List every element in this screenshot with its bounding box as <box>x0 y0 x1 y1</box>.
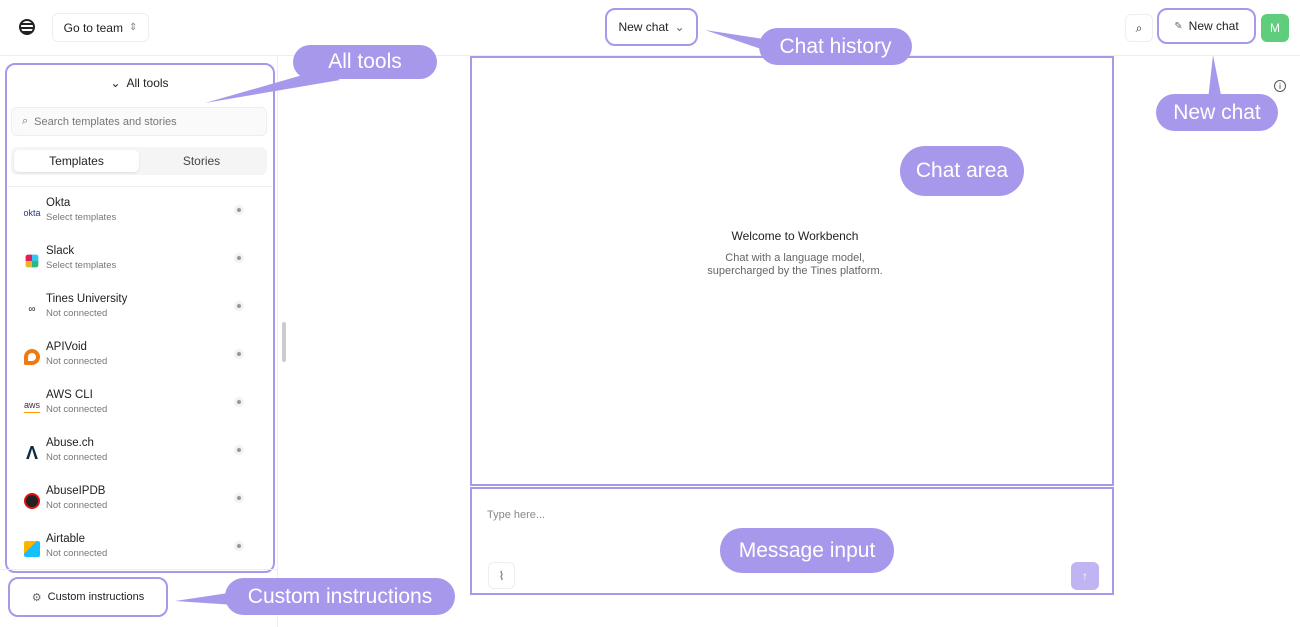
tool-name: Slack <box>46 245 75 257</box>
chevron-down-icon: ⌄ <box>110 76 121 90</box>
okta-logo-icon: okta <box>23 208 41 218</box>
custom-instructions-button[interactable]: ⚙ Custom instructions <box>8 577 168 617</box>
chevron-updown-icon: ⇕ <box>128 22 138 33</box>
annotation-new-chat: New chat <box>1156 94 1278 131</box>
pointer-chat-history <box>705 30 770 52</box>
tool-name: APIVoid <box>46 341 87 353</box>
tines-logo-icon[interactable] <box>19 19 35 35</box>
sidebar <box>0 56 278 627</box>
pointer-new-chat <box>1208 55 1222 100</box>
tool-status: Not connected <box>46 500 108 511</box>
abusech-logo-icon: Λ <box>25 442 38 463</box>
search-icon: ⌕ <box>1135 20 1143 35</box>
apivoid-logo-icon <box>24 349 40 365</box>
annotation-custom-instructions: Custom instructions <box>225 578 455 615</box>
tool-name: Abuse.ch <box>46 437 94 449</box>
annotation-all-tools: All tools <box>293 45 437 79</box>
sidebar-scrollbar[interactable] <box>282 322 286 362</box>
tool-status: Select templates <box>46 212 117 223</box>
slack-logo-icon <box>25 254 39 268</box>
search-input[interactable]: ⌕ Search templates and stories <box>11 107 267 136</box>
all-tools-toggle[interactable]: ⌄ All tools <box>12 70 267 96</box>
edit-icon: ✎ <box>1174 20 1183 32</box>
all-tools-label: All tools <box>126 76 169 90</box>
tool-status: Not connected <box>46 452 108 463</box>
welcome-line-1: Chat with a language model, <box>725 252 865 264</box>
tool-status: Not connected <box>46 404 108 415</box>
welcome-line-2: supercharged by the Tines platform. <box>707 265 883 277</box>
airtable-logo-icon <box>24 541 40 557</box>
message-input[interactable] <box>470 487 1114 595</box>
status-dot <box>234 445 244 455</box>
pointer-custom-instructions <box>175 592 235 605</box>
status-dot <box>234 397 244 407</box>
annotation-message-input: Message input <box>720 528 894 573</box>
search-button[interactable]: ⌕ <box>1125 14 1153 42</box>
custom-instructions-label: Custom instructions <box>47 591 145 603</box>
welcome: Welcome to Workbench Chat with a languag… <box>470 229 1120 278</box>
aws-logo-icon: aws <box>24 397 40 413</box>
tool-name: Tines University <box>46 293 128 305</box>
tab-stories[interactable]: Stories <box>182 154 221 168</box>
attach-button[interactable]: ⌇ <box>488 562 515 589</box>
info-icon[interactable]: i <box>1274 80 1286 92</box>
gear-icon: ⚙ <box>31 591 42 604</box>
tool-status: Not connected <box>46 308 108 319</box>
tool-name: Airtable <box>46 533 85 545</box>
chevron-down-icon: ⌄ <box>674 20 685 34</box>
sidebar-footer-divider <box>0 569 278 570</box>
status-dot <box>234 301 244 311</box>
avatar[interactable]: M <box>1261 14 1289 42</box>
abuseipdb-logo-icon <box>24 493 40 509</box>
tool-status: Select templates <box>46 260 117 271</box>
new-chat-label: New chat <box>1188 19 1239 33</box>
tool-item-aws-cli[interactable]: aws AWS CLI Not connected <box>24 389 254 429</box>
annotation-chat-history: Chat history <box>759 28 912 65</box>
welcome-title: Welcome to Workbench <box>731 229 859 243</box>
tool-status: Not connected <box>46 548 108 559</box>
search-icon: ⌕ <box>22 115 29 127</box>
tool-name: AbuseIPDB <box>46 485 106 497</box>
status-dot <box>234 205 244 215</box>
go-to-team-label: Go to team <box>63 20 123 35</box>
go-to-team-button[interactable]: Go to team ⇕ <box>52 13 149 42</box>
tabs: Templates Stories <box>11 147 267 175</box>
tools-panel <box>5 63 275 573</box>
status-dot <box>234 541 244 551</box>
header <box>0 0 1300 56</box>
paperclip-icon: ⌇ <box>498 568 505 583</box>
send-button[interactable]: ↑ <box>1071 562 1099 590</box>
status-dot <box>234 493 244 503</box>
status-dot <box>234 253 244 263</box>
status-dot <box>234 349 244 359</box>
tool-status: Not connected <box>46 356 108 367</box>
tool-name: Okta <box>46 197 71 209</box>
message-placeholder: Type here... <box>487 509 546 521</box>
tab-templates[interactable]: Templates <box>14 150 139 172</box>
tines-university-icon: ∞ <box>28 303 36 315</box>
annotation-chat-area: Chat area <box>900 146 1024 196</box>
tool-name: AWS CLI <box>46 389 93 401</box>
divider <box>8 186 272 187</box>
chat-history-label: New chat <box>618 20 669 34</box>
search-placeholder: Search templates and stories <box>34 115 177 128</box>
tool-item-abuseipdb[interactable]: AbuseIPDB Not connected <box>24 485 254 525</box>
chat-history-button[interactable]: New chat ⌄ <box>605 8 698 46</box>
new-chat-button[interactable]: ✎ New chat <box>1157 8 1256 44</box>
arrow-up-icon: ↑ <box>1082 569 1088 583</box>
